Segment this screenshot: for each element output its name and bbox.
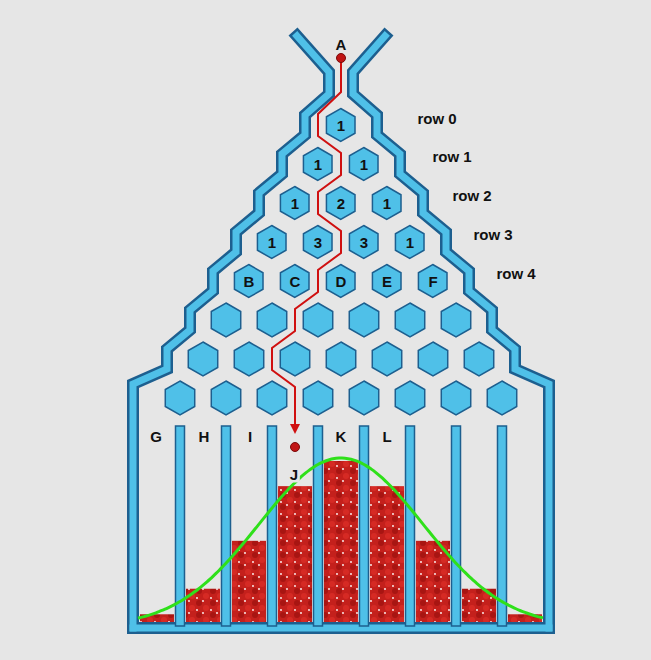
start-dot [337,54,346,63]
peg-hexagon [211,381,240,415]
row-label: row 2 [450,187,493,204]
peg-hexagon [441,381,470,415]
peg-label: E [382,274,392,289]
bin-divider [222,426,231,626]
bin-label: I [246,428,254,445]
bin-label: K [334,428,349,445]
wall [353,36,549,628]
peg-hexagon [349,381,378,415]
peg-hexagon: F [418,264,447,298]
peg-label: B [244,274,255,289]
bin-label: L [380,428,393,445]
peg-label: 3 [360,235,368,250]
wall-outline [133,622,549,634]
peg-hexagon: 1 [303,147,332,181]
peg-hexagon [280,342,309,376]
peg-hexagon [464,342,493,376]
end-dot [291,443,300,452]
peg-hexagon [372,342,401,376]
peg-hexagon: 1 [395,225,424,259]
peg-label: 1 [314,157,322,172]
peg-hexagon [395,381,424,415]
peg-label: 1 [268,235,276,250]
peg-label: C [290,274,301,289]
peg-hexagon [211,303,240,337]
peg-hexagon: 2 [326,186,355,220]
peg-label: D [336,274,347,289]
bin-label: H [197,428,212,445]
peg-hexagon [165,381,194,415]
bin-divider [406,426,415,626]
wall [133,625,549,632]
peg-hexagon [418,342,447,376]
peg-hexagon [395,303,424,337]
row-label: row 3 [471,226,514,243]
bin-label: J [288,466,300,483]
peg-label: 1 [337,118,345,133]
wall-outline [133,36,329,628]
ball-pile [324,461,358,626]
peg-label: 1 [360,157,368,172]
row-label: row 0 [415,110,458,127]
peg-hexagon: B [234,264,263,298]
row-label: row 4 [494,265,537,282]
row-label: row 1 [430,148,473,165]
peg-hexagon [234,342,263,376]
peg-label: 3 [314,235,322,250]
peg-hexagon [487,381,516,415]
peg-hexagon: 1 [257,225,286,259]
peg-hexagon: D [326,264,355,298]
peg-label: 1 [383,196,391,211]
bin-divider [268,426,277,626]
peg-hexagon [257,303,286,337]
peg-label: 2 [337,196,345,211]
ball-pile [370,486,404,626]
ball-pile [416,541,450,626]
bin-divider [176,426,185,626]
wall-outline [353,36,549,628]
bin-divider [498,426,507,626]
peg-hexagon: 3 [349,225,378,259]
peg-hexagon [441,303,470,337]
point-label: A [334,36,349,53]
bin-divider [452,426,461,626]
peg-hexagon: 1 [372,186,401,220]
peg-hexagon [257,381,286,415]
ball-pile [232,541,266,626]
peg-label: F [428,274,437,289]
peg-label: 1 [406,235,414,250]
bin-divider [314,426,323,626]
peg-label: 1 [291,196,299,211]
wall [133,36,329,628]
peg-hexagon: 3 [303,225,332,259]
peg-hexagon: 1 [326,108,355,142]
peg-hexagon [349,303,378,337]
bin-label: G [148,428,164,445]
peg-hexagon [303,381,332,415]
peg-hexagon [188,342,217,376]
peg-hexagon [303,303,332,337]
peg-hexagon: E [372,264,401,298]
peg-hexagon: 1 [349,147,378,181]
normal-curve [138,458,543,618]
peg-hexagon: C [280,264,309,298]
bin-divider [360,426,369,626]
peg-hexagon: 1 [280,186,309,220]
ball-pile [278,486,312,626]
peg-hexagon [326,342,355,376]
